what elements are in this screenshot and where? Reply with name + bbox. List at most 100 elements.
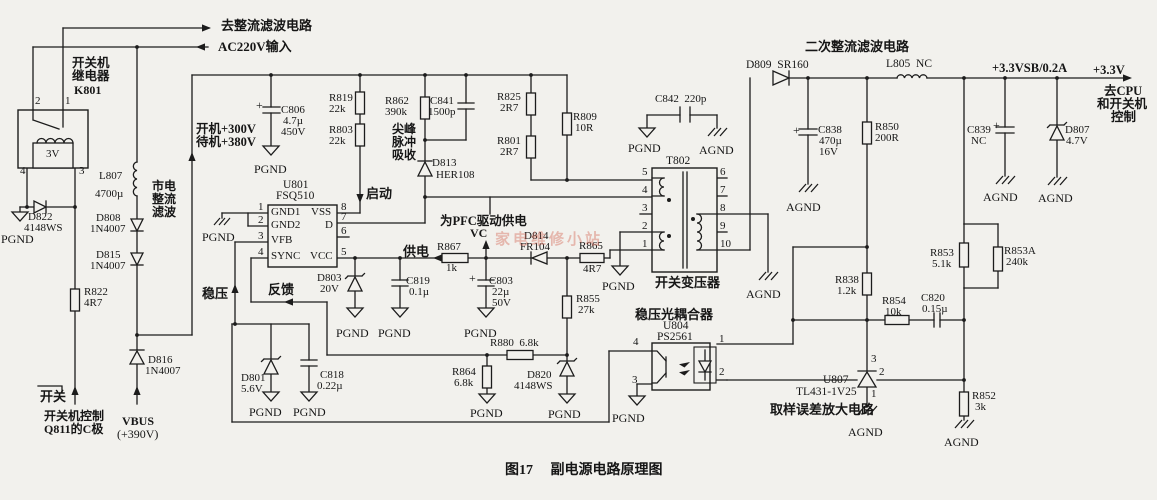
- label-u801-p3: 3: [258, 230, 264, 242]
- shunt-regulator-u807: [856, 370, 878, 388]
- label-d816-val: 1N4007: [145, 365, 181, 377]
- label-pgnd-u804: PGND: [612, 411, 645, 425]
- label-r809-ref: R809: [573, 111, 597, 123]
- label-wenya: 稳压: [202, 286, 229, 301]
- label-d816-ref: D816: [148, 354, 173, 366]
- label-d822-ref: D822: [28, 211, 53, 223]
- label-r825-ref: R825: [497, 91, 521, 103]
- label-relay-pin1: 1: [65, 95, 71, 107]
- label-vbus-val: (+390V): [117, 427, 159, 441]
- label-agnd-c838: AGND: [786, 200, 821, 214]
- label-c820-val: 0.15µ: [922, 303, 948, 315]
- label-spike-label: 尖峰 脉冲 吸收: [392, 122, 417, 162]
- label-u801-p8: 8: [341, 201, 347, 213]
- label-r855-val: 27k: [578, 304, 595, 316]
- label-r822-ref: R822: [84, 286, 108, 298]
- label-c806-val1: 4.7µ: [283, 115, 304, 127]
- label-relay-pin3: 3: [79, 165, 85, 177]
- label-r867-val: 1k: [446, 262, 457, 274]
- label-stby-380v: 待机+380V: [196, 135, 256, 149]
- label-t802-p9: 9: [720, 220, 726, 232]
- label-pgnd-r864: PGND: [470, 406, 503, 420]
- label-t802-p7: 7: [720, 184, 726, 196]
- transformer-t802: [651, 167, 718, 273]
- label-agnd-u807: AGND: [848, 425, 883, 439]
- label-r853-ref: R853: [930, 247, 954, 259]
- capacitors: [262, 102, 1015, 367]
- label-d807-val: 4.7V: [1066, 135, 1088, 147]
- label-pgnd-d803: PGND: [336, 326, 369, 340]
- label-d815-val: 1N4007: [90, 260, 126, 272]
- label-u804-p3: 3: [632, 374, 638, 386]
- label-v33-label: +3.3V: [1093, 63, 1125, 77]
- label-r819-val: 22k: [329, 103, 346, 115]
- label-c838-plus: +: [793, 123, 800, 137]
- label-r852-ref: R852: [972, 390, 996, 402]
- label-u801-p5: 5: [341, 246, 347, 258]
- junction-dots: [25, 45, 1059, 382]
- label-r865-val: 4R7: [583, 263, 602, 275]
- label-opto-label: 稳压光耦合器: [635, 307, 714, 322]
- label-u801-val: FSQ510: [276, 190, 315, 202]
- wires: [19, 27, 1130, 423]
- label-d815-ref: D815: [96, 249, 121, 261]
- resistors: [69, 91, 1004, 417]
- label-t802-p8: 8: [720, 202, 726, 214]
- label-relay-coil-v: 3V: [46, 148, 60, 160]
- label-u807-p2: 2: [879, 366, 885, 378]
- label-d813-ref: D813: [432, 157, 457, 169]
- label-t802-p3: 3: [642, 202, 648, 214]
- label-r854-ref: R854: [882, 295, 906, 307]
- label-r850-val: 200R: [875, 132, 899, 144]
- label-u801-d: D: [325, 219, 333, 231]
- label-tocpu-3: 控制: [1111, 110, 1137, 124]
- ic-u801: [267, 204, 338, 268]
- label-l807-val: 4700µ: [95, 188, 124, 200]
- label-l805-label: L805 NC: [886, 58, 932, 70]
- label-u801-gnd1: GND1: [271, 206, 301, 218]
- label-t802-p4: 4: [642, 184, 648, 196]
- label-r825-val: 2R7: [500, 102, 519, 114]
- label-c803-val2: 50V: [492, 297, 511, 309]
- label-u804-val: PS2561: [657, 331, 693, 343]
- label-sampling-label: 取样误差放大电路: [770, 402, 875, 417]
- label-on-300v: 开机+300V: [196, 122, 256, 136]
- label-c803-ref: C803: [489, 275, 513, 287]
- label-c806-val2: 450V: [281, 126, 306, 138]
- label-r854-val: 10k: [885, 306, 902, 318]
- label-tocpu-2: 和开关机: [1097, 97, 1148, 111]
- label-u801-ref: U801: [283, 179, 309, 191]
- label-vsb-label: +3.3VSB/0.2A: [992, 61, 1068, 75]
- label-u804-p2: 2: [719, 366, 725, 378]
- label-r809-val: 10R: [575, 122, 594, 134]
- label-r862-val: 390k: [385, 106, 407, 118]
- label-u807-p3: 3: [871, 353, 877, 365]
- label-vbus-label: VBUS: [122, 414, 155, 428]
- label-u807-ref: U807: [823, 374, 849, 386]
- label-r880-label: R880 6.8k: [490, 337, 539, 349]
- optocoupler-u804: [651, 342, 717, 391]
- label-c819-ref: C819: [406, 275, 430, 287]
- label-r864-val: 6.8k: [454, 377, 474, 389]
- label-d808-ref: D808: [96, 212, 121, 224]
- label-d820-val: 4148WS: [514, 380, 553, 392]
- label-t802-p10: 10: [720, 238, 731, 250]
- label-mains-filter: 市电 整流 滤波: [152, 179, 177, 219]
- label-to-rectifier: 去整流滤波电路: [221, 18, 313, 33]
- label-t802-p6: 6: [720, 166, 726, 178]
- label-c839-plus: +: [993, 118, 1000, 132]
- label-d803-val: 20V: [320, 283, 339, 295]
- label-pgnd-c842: PGND: [628, 141, 661, 155]
- label-r853-val: 5.1k: [932, 258, 952, 270]
- label-ctrl-label-2: Q811的C极: [44, 422, 104, 436]
- label-pgnd-c806: PGND: [254, 162, 287, 176]
- label-pgnd-r865: PGND: [602, 279, 635, 293]
- label-d803-ref: D803: [317, 272, 342, 284]
- label-r853a-ref: R853A: [1004, 245, 1036, 257]
- label-c842-label: C842 220p: [655, 93, 707, 105]
- label-d813-val: HER108: [436, 169, 475, 181]
- label-u801-p2: 2: [258, 214, 264, 226]
- label-d814-val: FR104: [520, 241, 550, 253]
